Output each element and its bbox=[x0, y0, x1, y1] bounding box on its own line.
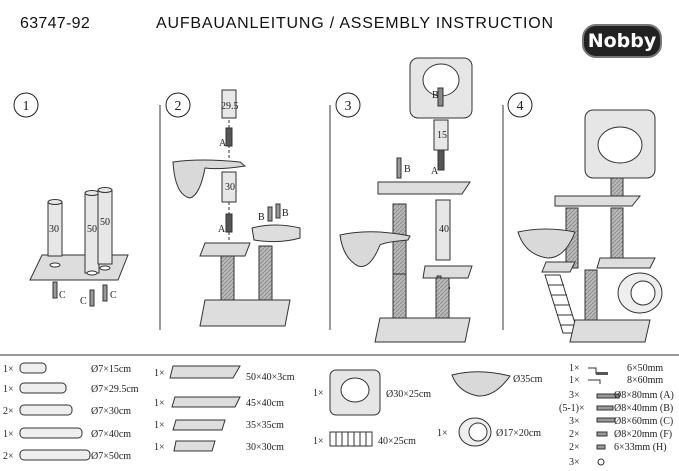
svg-text:1×: 1× bbox=[569, 363, 580, 374]
parts-posts: 1× 1× 2× 1× 2× Ø7×15cm Ø7×29.5cm Ø7×30cm… bbox=[3, 362, 139, 462]
svg-text:Ø35cm: Ø35cm bbox=[513, 374, 543, 385]
svg-text:1×: 1× bbox=[3, 384, 14, 395]
parts-hammock-tunnel: Ø35cm 1× Ø17×20cm bbox=[437, 371, 543, 447]
svg-text:2×: 2× bbox=[569, 429, 580, 440]
svg-text:Ø8×40mm (B): Ø8×40mm (B) bbox=[614, 403, 673, 414]
svg-text:Ø8×80mm (A): Ø8×80mm (A) bbox=[614, 390, 674, 401]
step-1-illustration: 30 50 50 C C C bbox=[29, 187, 129, 307]
step-number-1: 1 bbox=[13, 92, 39, 118]
svg-text:Ø7×40cm: Ø7×40cm bbox=[91, 429, 131, 440]
svg-text:Ø7×29.5cm: Ø7×29.5cm bbox=[91, 384, 139, 395]
svg-text:29.5: 29.5 bbox=[221, 101, 239, 112]
step-4-illustration bbox=[517, 109, 663, 343]
svg-text:3×: 3× bbox=[569, 416, 580, 427]
svg-text:40×25cm: 40×25cm bbox=[378, 436, 416, 447]
svg-text:A: A bbox=[219, 138, 227, 149]
svg-text:Ø30×25cm: Ø30×25cm bbox=[386, 389, 431, 400]
svg-text:1×: 1× bbox=[569, 375, 580, 386]
svg-text:50: 50 bbox=[87, 224, 97, 235]
svg-text:30: 30 bbox=[225, 182, 235, 193]
svg-text:B: B bbox=[404, 164, 411, 175]
svg-text:1×: 1× bbox=[3, 364, 14, 375]
svg-text:B: B bbox=[432, 90, 439, 101]
svg-text:6×50mm: 6×50mm bbox=[627, 363, 663, 374]
svg-text:(5-1)×: (5-1)× bbox=[559, 403, 585, 414]
svg-text:2×: 2× bbox=[3, 451, 14, 462]
svg-text:A: A bbox=[218, 224, 226, 235]
svg-text:30×30cm: 30×30cm bbox=[246, 442, 284, 453]
svg-text:B: B bbox=[258, 212, 265, 223]
svg-text:1×: 1× bbox=[313, 436, 324, 447]
svg-text:C: C bbox=[80, 296, 87, 307]
nobby-logo: Nobby bbox=[582, 24, 662, 58]
svg-text:Ø8×20mm (F): Ø8×20mm (F) bbox=[614, 429, 672, 440]
svg-text:50×40×3cm: 50×40×3cm bbox=[246, 372, 295, 383]
svg-text:Ø7×15cm: Ø7×15cm bbox=[91, 364, 131, 375]
svg-text:3×: 3× bbox=[569, 390, 580, 401]
svg-text:C: C bbox=[59, 290, 66, 301]
svg-text:6×33mm (H): 6×33mm (H) bbox=[614, 442, 667, 453]
svg-text:A: A bbox=[431, 166, 439, 177]
svg-text:1×: 1× bbox=[313, 388, 324, 399]
svg-text:1×: 1× bbox=[437, 428, 448, 439]
parts-boards: 1× 1× 1× 1× 50×40×3cm 45×40cm 35×35cm 30… bbox=[154, 365, 295, 453]
svg-text:2×: 2× bbox=[3, 406, 14, 417]
svg-text:30: 30 bbox=[49, 224, 59, 235]
step-3-illustration: B 15 A B 40 B bbox=[339, 57, 473, 343]
parts-hardware: 1× 1× 3× (5-1)× 3× 2× 2× 3× 6×50mm 8×60m… bbox=[559, 363, 674, 468]
svg-text:50: 50 bbox=[100, 217, 110, 228]
step-number-3: 3 bbox=[335, 92, 361, 118]
step-number-4: 4 bbox=[507, 92, 533, 118]
svg-text:C: C bbox=[110, 290, 117, 301]
svg-text:3×: 3× bbox=[569, 457, 580, 468]
product-code: 63747-92 bbox=[20, 15, 91, 32]
svg-text:1×: 1× bbox=[3, 429, 14, 440]
step-2-illustration: 29.5 A 30 A B B bbox=[172, 89, 301, 327]
svg-text:Ø8×60mm (C): Ø8×60mm (C) bbox=[614, 416, 673, 427]
svg-text:40: 40 bbox=[439, 224, 449, 235]
step-number-2: 2 bbox=[165, 92, 191, 118]
svg-text:1×: 1× bbox=[154, 398, 165, 409]
svg-text:1×: 1× bbox=[154, 442, 165, 453]
svg-text:Ø17×20cm: Ø17×20cm bbox=[496, 428, 541, 439]
svg-text:15: 15 bbox=[437, 130, 447, 141]
svg-text:2×: 2× bbox=[569, 442, 580, 453]
svg-text:35×35cm: 35×35cm bbox=[246, 420, 284, 431]
svg-text:1×: 1× bbox=[154, 368, 165, 379]
parts-cave-ladder: 1× Ø30×25cm 1× 40×25cm bbox=[313, 369, 431, 447]
svg-text:45×40cm: 45×40cm bbox=[246, 398, 284, 409]
svg-text:1: 1 bbox=[23, 99, 30, 114]
svg-text:4: 4 bbox=[517, 99, 524, 114]
svg-text:3: 3 bbox=[345, 99, 352, 114]
svg-text:8×60mm: 8×60mm bbox=[627, 375, 663, 386]
svg-text:2: 2 bbox=[175, 99, 182, 114]
svg-text:B: B bbox=[282, 208, 289, 219]
svg-text:Ø7×50cm: Ø7×50cm bbox=[91, 451, 131, 462]
svg-text:1×: 1× bbox=[154, 420, 165, 431]
page-title: AUFBAUANLEITUNG / ASSEMBLY INSTRUCTION bbox=[156, 15, 554, 32]
svg-text:Ø7×30cm: Ø7×30cm bbox=[91, 406, 131, 417]
